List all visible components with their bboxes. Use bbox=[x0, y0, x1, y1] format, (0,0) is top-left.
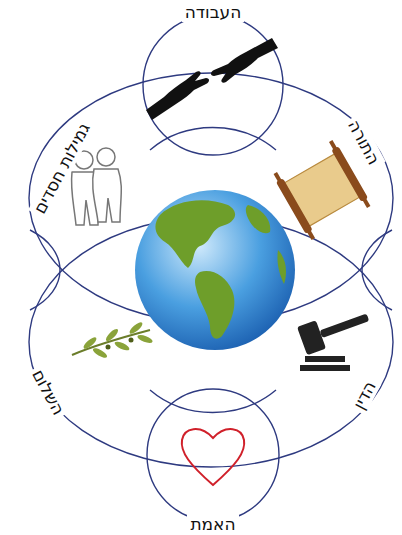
gavel-base bbox=[305, 356, 345, 362]
right-crossing bbox=[362, 230, 392, 310]
scroll-handle bbox=[307, 229, 315, 240]
upper-hand bbox=[211, 38, 278, 83]
loop-outlines bbox=[29, 15, 393, 521]
gavel-head bbox=[297, 320, 326, 355]
continent bbox=[246, 205, 270, 233]
lower-hand bbox=[146, 71, 209, 120]
globe-sea bbox=[135, 190, 295, 350]
hands-icon bbox=[146, 38, 278, 120]
continent bbox=[277, 250, 286, 284]
left-crossing bbox=[30, 230, 60, 310]
leaf bbox=[92, 346, 109, 359]
continent bbox=[195, 271, 234, 339]
bottom-circle bbox=[147, 389, 279, 521]
gavel-icon bbox=[297, 303, 373, 371]
globe-icon bbox=[135, 190, 295, 350]
olive-branch-icon bbox=[72, 321, 154, 360]
leaf bbox=[104, 327, 120, 343]
section-label: השלום bbox=[26, 363, 70, 421]
section-label: האמת bbox=[187, 514, 238, 534]
olive bbox=[106, 345, 111, 350]
leaf bbox=[128, 321, 144, 336]
scroll-handle bbox=[362, 197, 370, 208]
leaf bbox=[82, 336, 98, 351]
heart-icon bbox=[182, 429, 244, 485]
olive bbox=[129, 338, 134, 343]
leaf bbox=[113, 340, 130, 352]
top-circle bbox=[143, 15, 283, 155]
top-crossing bbox=[150, 128, 276, 151]
section-label: הדין bbox=[347, 375, 381, 415]
section-label: התורה bbox=[342, 114, 385, 171]
section-label: העבודה bbox=[182, 2, 245, 22]
gavel-base bbox=[300, 365, 350, 371]
people-icon bbox=[71, 148, 121, 225]
gavel-handle bbox=[320, 314, 370, 339]
bottom-crossing bbox=[150, 390, 276, 413]
heart-outline bbox=[182, 429, 244, 485]
scroll-handle bbox=[329, 140, 337, 151]
person-head bbox=[97, 148, 115, 166]
scroll-handle bbox=[274, 172, 282, 183]
scroll-sheet bbox=[284, 153, 361, 226]
continent bbox=[155, 200, 235, 268]
person-body bbox=[93, 169, 122, 222]
scroll-icon bbox=[272, 139, 372, 241]
leaf bbox=[136, 333, 153, 344]
